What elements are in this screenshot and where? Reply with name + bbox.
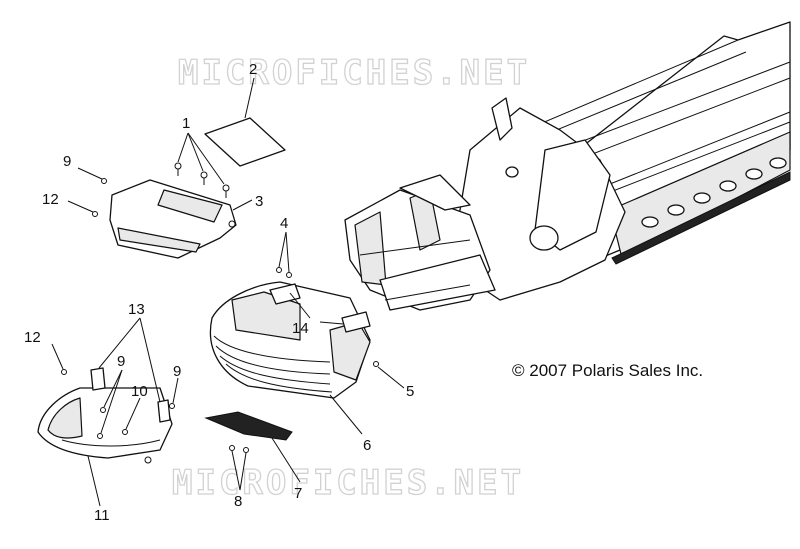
bolt-part-9-left-a [100,407,106,413]
decal-part-13-a [90,367,106,391]
bolt-part-12-left [61,369,67,375]
decal-part-14-b [341,311,371,333]
bolt-part-10 [122,429,128,435]
callout-14: 14 [292,320,309,337]
bolt-part-9-left-b [97,433,103,439]
upper-panel-part-3 [109,179,237,259]
callout-3: 3 [255,193,263,210]
callout-9: 9 [63,153,71,170]
callout-13: 13 [128,301,145,318]
tunnel-holes [641,157,787,228]
skid-plate-part-7 [204,411,293,441]
callout-12-left: 12 [24,329,41,346]
chassis-tunnel [344,21,791,311]
decal-part-2 [204,117,286,167]
bolt-part-8-b [243,447,249,453]
watermark-bottom: MICROFICHES.NET [172,463,524,503]
callout-10: 10 [131,383,148,400]
callout-4: 4 [280,215,288,232]
bolt-part-8-a [229,445,235,451]
bolt-part-12-upper [92,211,98,217]
callout-6: 6 [363,437,371,454]
bolt-part-9-upper [101,178,107,184]
callout-1: 1 [182,115,190,132]
callout-11: 11 [94,507,110,524]
bolts-part-1 [174,162,230,198]
callout-2: 2 [249,61,257,78]
copyright-notice: © 2007 Polaris Sales Inc. [512,361,703,380]
bolt-part-4-a [276,267,282,273]
bolt-part-4-b [286,272,292,278]
decal-part-13-b [157,399,171,423]
callout-7: 7 [294,485,302,502]
decal-part-14-a [269,283,301,305]
callout-9-left: 9 [117,353,125,370]
callout-8: 8 [234,493,242,510]
callout-5: 5 [406,383,414,400]
callout-9-right: 9 [173,363,181,380]
callout-12: 12 [42,191,59,208]
bolt-part-9-right [169,403,175,409]
watermark-top: MICROFICHES.NET [178,53,530,93]
front-bumper-part-11 [37,387,173,464]
rivet-part-5 [373,361,379,367]
nose-pan-part-6 [209,281,371,399]
